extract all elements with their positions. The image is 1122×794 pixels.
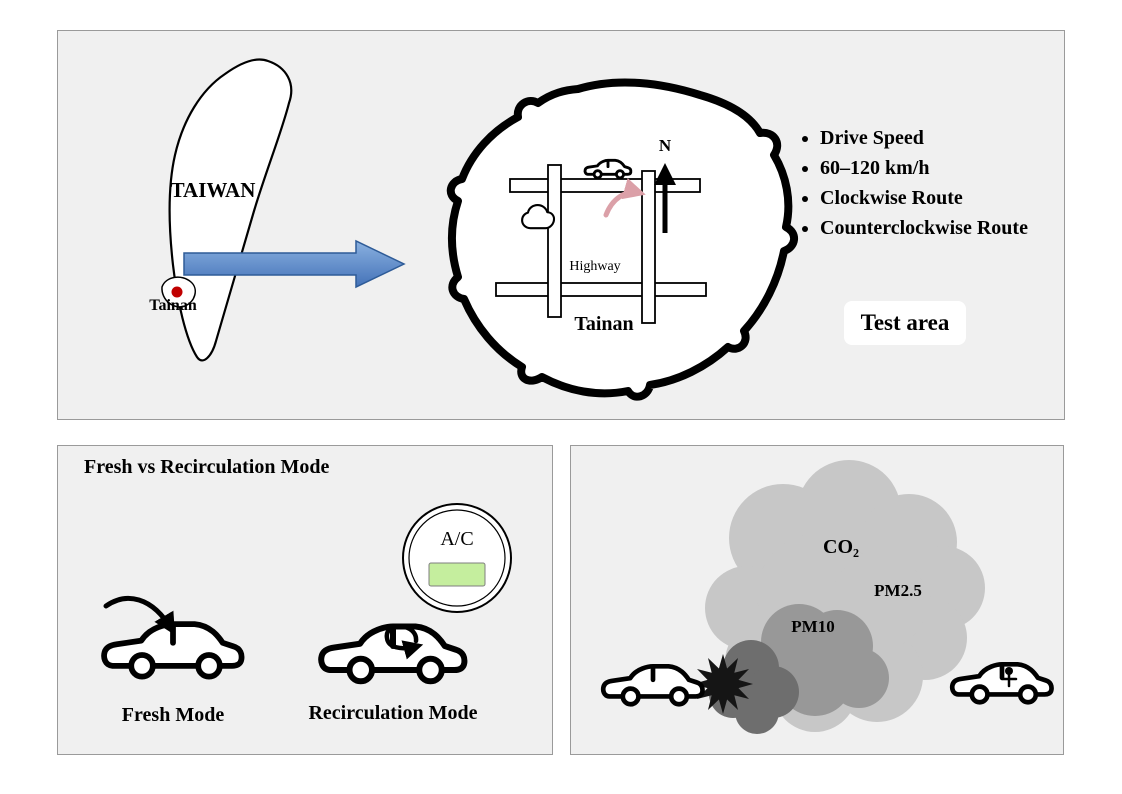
route-turn-arrow-icon (603, 178, 646, 218)
route-info-list: Drive Speed 60–120 km/h Clockwise Route … (800, 127, 1086, 247)
ac-dial-label: A/C (440, 528, 474, 550)
ventilation-mode-panel: Fresh vs Recirculation Mode A/C Fresh Mo… (57, 445, 553, 755)
receiving-car-icon (952, 664, 1051, 702)
taiwan-label: TAIWAN (170, 178, 256, 202)
pm10-label: PM10 (791, 617, 835, 636)
fresh-mode-car-icon (103, 596, 241, 676)
fresh-mode-label: Fresh Mode (121, 704, 225, 726)
recirculation-mode-car-icon (321, 626, 464, 681)
driver-icon (1000, 667, 1018, 688)
test-area-label: Test area (844, 301, 966, 345)
test-area-panel: TAIWAN Tainan Highway Tainan N Drive Spe… (57, 30, 1065, 420)
emissions-panel: CO₂ PM2.5 PM10 (570, 445, 1064, 755)
test-area-graphics (161, 58, 798, 401)
recirculation-mode-label: Recirculation Mode (308, 702, 478, 724)
highway-label: Highway (569, 259, 621, 274)
emissions-graphics (571, 460, 1062, 734)
exhaust-smoke-icon (693, 654, 753, 714)
bullet-counterclockwise-route: Counterclockwise Route (820, 217, 1086, 240)
tainan-map-icon (446, 78, 798, 401)
north-label: N (658, 136, 672, 155)
tainan-small-label: Tainan (149, 297, 197, 314)
highway-grid (495, 164, 707, 324)
emitting-car-icon (603, 666, 702, 704)
bullet-speed-range: 60–120 km/h (820, 157, 1086, 180)
taiwan-map-icon (161, 58, 293, 362)
recirculation-arrow-icon (384, 624, 424, 660)
bullet-drive-speed: Drive Speed (820, 127, 1086, 150)
tainan-location-dot (171, 286, 183, 298)
bullet-clockwise-route: Clockwise Route (820, 187, 1086, 210)
co2-label: CO₂ (823, 536, 859, 558)
pm25-label: PM2.5 (874, 581, 922, 600)
ventilation-panel-title: Fresh vs Recirculation Mode (84, 456, 330, 478)
map-cloud-icon (521, 204, 556, 230)
fresh-air-arrow-icon (103, 596, 176, 636)
tainan-boundary (446, 78, 798, 401)
ventilation-graphics (58, 503, 512, 753)
ac-button (428, 562, 486, 587)
tainan-large-label: Tainan (574, 313, 634, 335)
blue-arrow-icon (183, 239, 406, 289)
ac-dial-icon (402, 503, 512, 613)
